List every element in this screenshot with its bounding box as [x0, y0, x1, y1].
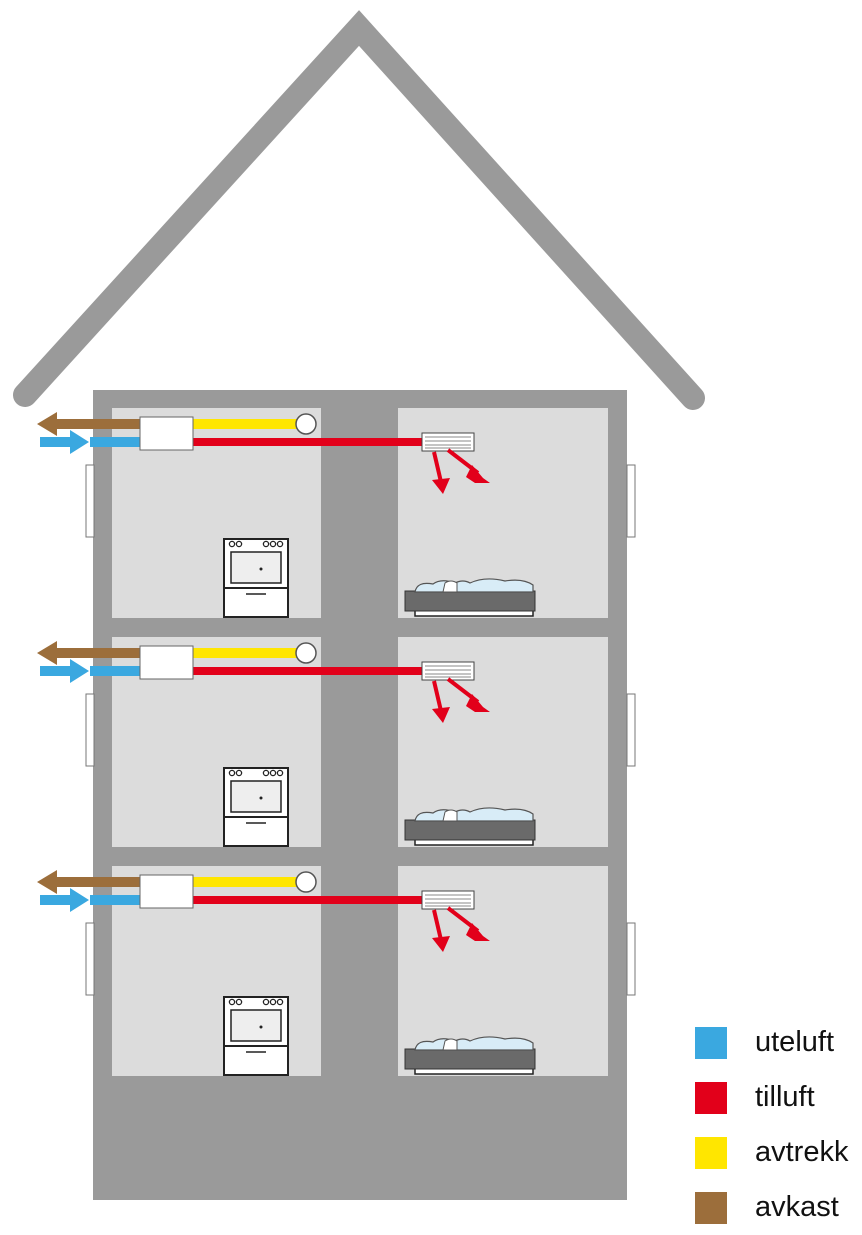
- supply-diffuser: [421, 661, 475, 681]
- supply-diffuser: [421, 432, 475, 452]
- legend-label-tilluft: tilluft: [755, 1081, 815, 1113]
- legend-swatch-avtrekk: [695, 1136, 727, 1169]
- avkast-duct: [90, 648, 142, 658]
- bed-icon: [404, 1036, 536, 1075]
- uteluft-duct: [90, 437, 142, 447]
- window-right: [626, 693, 636, 767]
- tilluft-arrow: [446, 906, 490, 941]
- legend-label-avtrekk: avtrekk: [755, 1136, 849, 1168]
- legend-label-avkast: avkast: [755, 1191, 839, 1223]
- tilluft-duct: [192, 438, 424, 446]
- avkast-duct: [90, 877, 142, 887]
- legend-swatch-avkast: [695, 1191, 727, 1224]
- tilluft-arrow: [432, 680, 450, 723]
- legend-label-uteluft: uteluft: [755, 1026, 834, 1058]
- stove-icon: [223, 996, 289, 1076]
- bed-icon: [404, 807, 536, 846]
- window-left: [85, 922, 95, 996]
- legend-item-tilluft: tilluft: [695, 1070, 860, 1125]
- uteluft-arrow: [40, 659, 89, 683]
- avtrekk-duct: [192, 419, 302, 429]
- tilluft-arrow: [432, 451, 450, 494]
- tilluft-duct: [192, 667, 424, 675]
- uteluft-duct: [90, 895, 142, 905]
- legend-item-avkast: avkast: [695, 1180, 860, 1235]
- stove-icon: [223, 538, 289, 618]
- legend: uteluft tilluft avtrekk avkast: [695, 1015, 860, 1235]
- bed-icon: [404, 578, 536, 617]
- supply-diffuser: [421, 890, 475, 910]
- avkast-arrow: [37, 641, 90, 665]
- roof: [13, 10, 705, 410]
- window-left: [85, 464, 95, 538]
- stove-icon: [223, 767, 289, 847]
- avtrekk-duct: [192, 877, 302, 887]
- legend-item-avtrekk: avtrekk: [695, 1125, 860, 1180]
- uteluft-arrow: [40, 888, 89, 912]
- extract-valve: [295, 413, 317, 435]
- extract-valve: [295, 871, 317, 893]
- avkast-arrow: [37, 870, 90, 894]
- ventilation-unit: [139, 874, 194, 909]
- floor: [37, 408, 636, 618]
- tilluft-arrow: [446, 677, 490, 712]
- ventilation-diagram: [13, 10, 705, 1200]
- floor: [37, 866, 636, 1076]
- avtrekk-duct: [192, 648, 302, 658]
- legend-swatch-tilluft: [695, 1081, 727, 1114]
- avkast-duct: [90, 419, 142, 429]
- uteluft-arrow: [40, 430, 89, 454]
- extract-valve: [295, 642, 317, 664]
- uteluft-duct: [90, 666, 142, 676]
- window-left: [85, 693, 95, 767]
- legend-item-uteluft: uteluft: [695, 1015, 860, 1070]
- ventilation-unit: [139, 645, 194, 680]
- ventilation-unit: [139, 416, 194, 451]
- tilluft-duct: [192, 896, 424, 904]
- window-right: [626, 464, 636, 538]
- window-right: [626, 922, 636, 996]
- floor: [37, 637, 636, 847]
- legend-swatch-uteluft: [695, 1026, 727, 1059]
- avkast-arrow: [37, 412, 90, 436]
- tilluft-arrow: [432, 909, 450, 952]
- tilluft-arrow: [446, 448, 490, 483]
